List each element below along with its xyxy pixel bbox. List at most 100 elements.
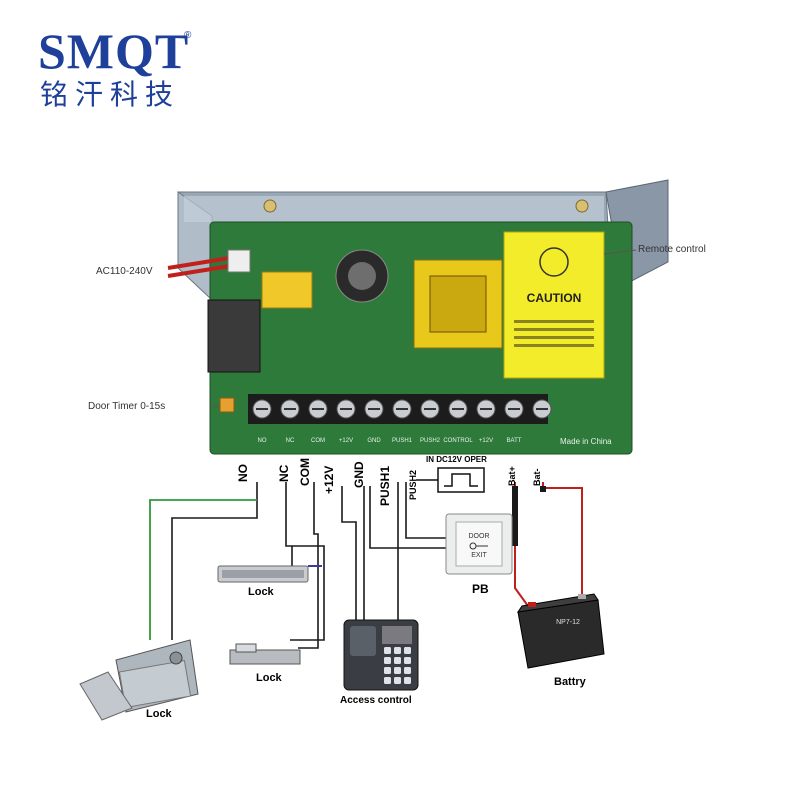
fine-print <box>514 320 594 323</box>
terminal-screw <box>252 399 272 419</box>
terminal-screw <box>532 399 552 419</box>
battery-terminal <box>528 602 536 607</box>
esd-symbol <box>539 247 569 277</box>
terminal-gnd: GND <box>352 461 366 488</box>
caution-sticker <box>503 231 605 379</box>
wire-12v <box>341 486 357 622</box>
keypad-key <box>404 647 411 654</box>
capacitor <box>348 262 376 290</box>
terminal-screw <box>420 399 440 419</box>
pcb-silk-label: NO <box>258 438 267 444</box>
pcb-silk-label: COM <box>311 438 325 444</box>
terminal-screw <box>280 399 300 419</box>
keypad-key <box>394 647 401 654</box>
terminal-push1: PUSH1 <box>378 465 392 506</box>
keypad-key <box>384 667 391 674</box>
bat-insulation <box>512 486 518 546</box>
wire-com <box>298 482 319 649</box>
keypad-key <box>384 657 391 664</box>
rim-lock-body <box>118 659 192 709</box>
terminal-screw <box>476 399 496 419</box>
pulse-wave <box>444 473 478 487</box>
relay <box>261 271 313 309</box>
rim-lock-keeper <box>79 671 133 721</box>
screw <box>263 199 277 213</box>
keypad-key <box>394 657 401 664</box>
terminal-no: NO <box>236 464 250 482</box>
terminal-screw <box>504 399 524 419</box>
pcb-silk-label: NC <box>286 438 295 444</box>
rim-lock-keyhole <box>169 651 183 665</box>
wire-lock-green <box>149 499 257 640</box>
terminal-bat-minus: Bat- <box>532 468 542 487</box>
logo-brand: SMQT <box>38 23 190 79</box>
pcb-silk-label: GND <box>367 438 381 444</box>
reader-logo <box>382 626 412 644</box>
ac-input-label: AC110-240V <box>96 266 153 277</box>
keypad-key <box>394 667 401 674</box>
strike-lock-bolt <box>235 643 257 653</box>
keypad-key <box>404 667 411 674</box>
bat-insulation <box>540 486 546 492</box>
terminal-push2: PUSH2 <box>408 469 418 500</box>
fine-print <box>514 328 594 331</box>
terminal-plus12v: +12V <box>322 465 336 494</box>
push-button-panel <box>455 521 503 567</box>
ac-wire <box>167 264 231 278</box>
pcb-silk-label: PUSH1 <box>392 438 413 444</box>
keypad-key <box>404 677 411 684</box>
push-button-label: PB <box>472 582 489 596</box>
wire-nc <box>285 482 325 641</box>
battery-model: NP7-12 <box>556 619 580 626</box>
wire-push2 <box>405 482 446 539</box>
heatsink <box>207 299 261 373</box>
fine-print <box>514 344 594 347</box>
made-in-label: Made in China <box>560 437 612 446</box>
door-timer-label: Door Timer 0-15s <box>88 401 166 412</box>
terminal-screw <box>392 399 412 419</box>
access-control-label: Access control <box>340 695 412 706</box>
enclosure <box>177 179 669 302</box>
keypad-key <box>384 647 391 654</box>
logo-registered: ® <box>184 30 192 41</box>
pb-door-text: DOOR <box>469 533 490 540</box>
ac-wire <box>167 256 231 270</box>
terminal-screw <box>308 399 328 419</box>
terminal-screw <box>336 399 356 419</box>
keypad-key <box>404 657 411 664</box>
battery-label: Battry <box>554 676 586 688</box>
pcb-silk-label: +12V <box>339 438 353 444</box>
reader-window <box>350 626 376 656</box>
terminal-nc: NC <box>277 464 291 482</box>
wire-bat-minus <box>542 482 583 598</box>
pcb-silk-label: +12V <box>479 438 493 444</box>
wire-no-lock <box>171 482 258 640</box>
pcb-silk-label: BATT <box>507 438 522 444</box>
keypad-key <box>384 677 391 684</box>
terminal-screw <box>448 399 468 419</box>
fine-print <box>514 336 594 339</box>
keypad-key <box>394 677 401 684</box>
remote-pointer <box>603 249 637 255</box>
wire-gnd <box>369 486 446 549</box>
pb-exit-text: EXIT <box>471 552 487 559</box>
terminal-screw <box>364 399 384 419</box>
logo-chinese: 铭汗科技 <box>40 78 181 111</box>
magnetic-lock-label: Lock <box>248 586 274 598</box>
remote-control-label: Remote control <box>638 244 706 255</box>
screw <box>575 199 589 213</box>
pulse-box <box>437 467 485 493</box>
terminal-bat-plus: Bat+ <box>507 466 517 486</box>
battery-terminal <box>578 594 586 599</box>
caution-text: CAUTION <box>527 291 582 305</box>
in-dc12v-oper-label: IN DC12V OPER <box>426 455 487 464</box>
strike-lock <box>229 649 301 665</box>
rim-lock-label: Lock <box>146 708 172 720</box>
transformer-core <box>429 275 487 333</box>
timer-potentiometer <box>219 397 235 413</box>
terminal-com: COM <box>298 458 312 486</box>
pcb-silk-label: CONTROL <box>443 438 473 444</box>
pcb-silk-label: PUSH2 <box>420 438 441 444</box>
magnetic-lock-face <box>222 570 304 578</box>
